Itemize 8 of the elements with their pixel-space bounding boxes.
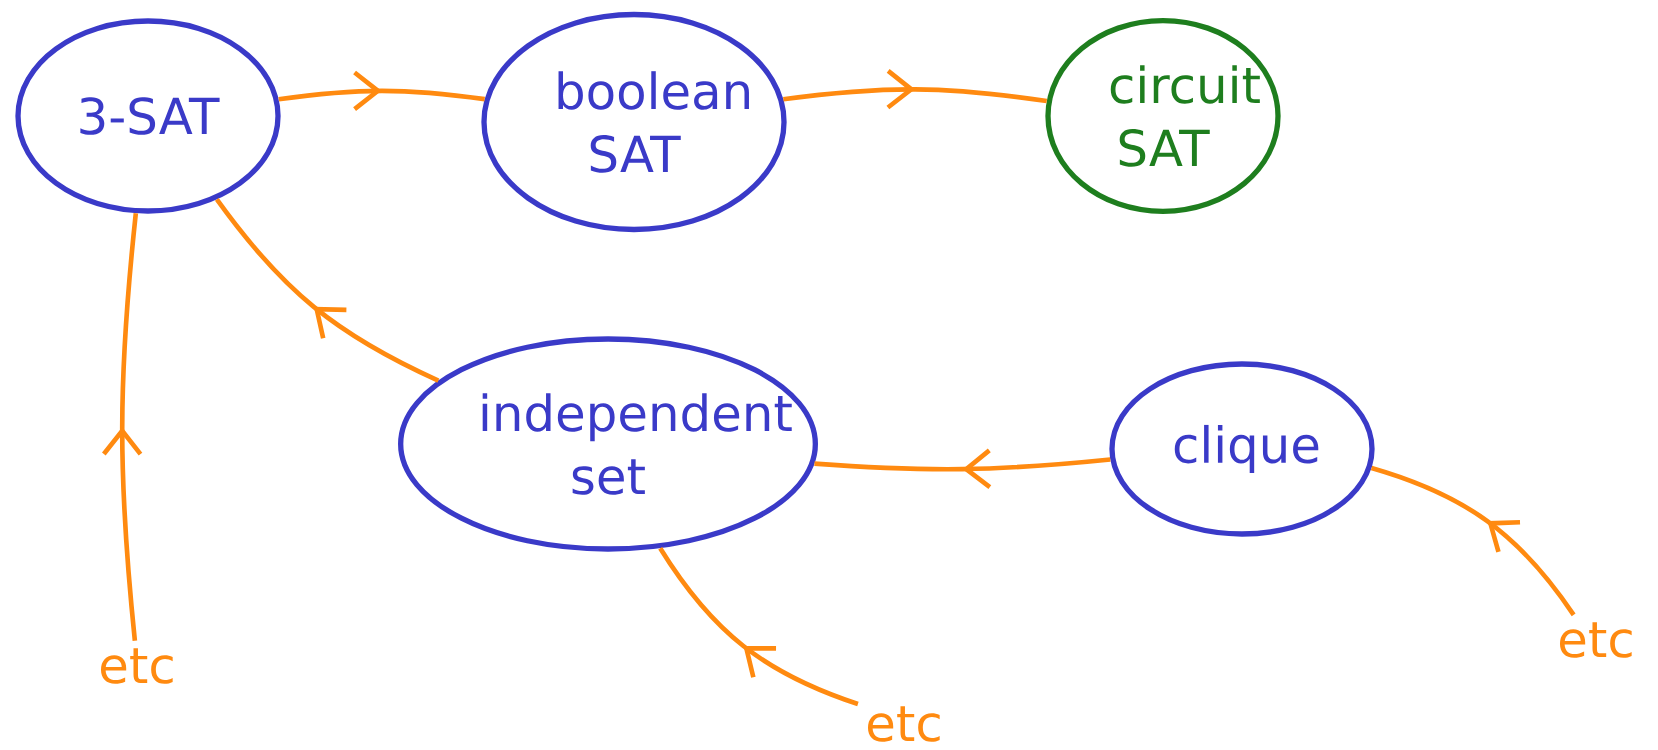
ellipse-node: clique [1109, 361, 1375, 537]
text-label: etc [101, 648, 173, 684]
text-label: etc [868, 706, 940, 742]
ellipse-node: independent set [398, 336, 818, 552]
ellipse-node: boolean SAT [481, 11, 787, 233]
ellipse-node: circuit SAT [1045, 18, 1281, 214]
ellipse-node: 3-SAT [15, 18, 281, 214]
text-label: etc [1559, 622, 1632, 658]
